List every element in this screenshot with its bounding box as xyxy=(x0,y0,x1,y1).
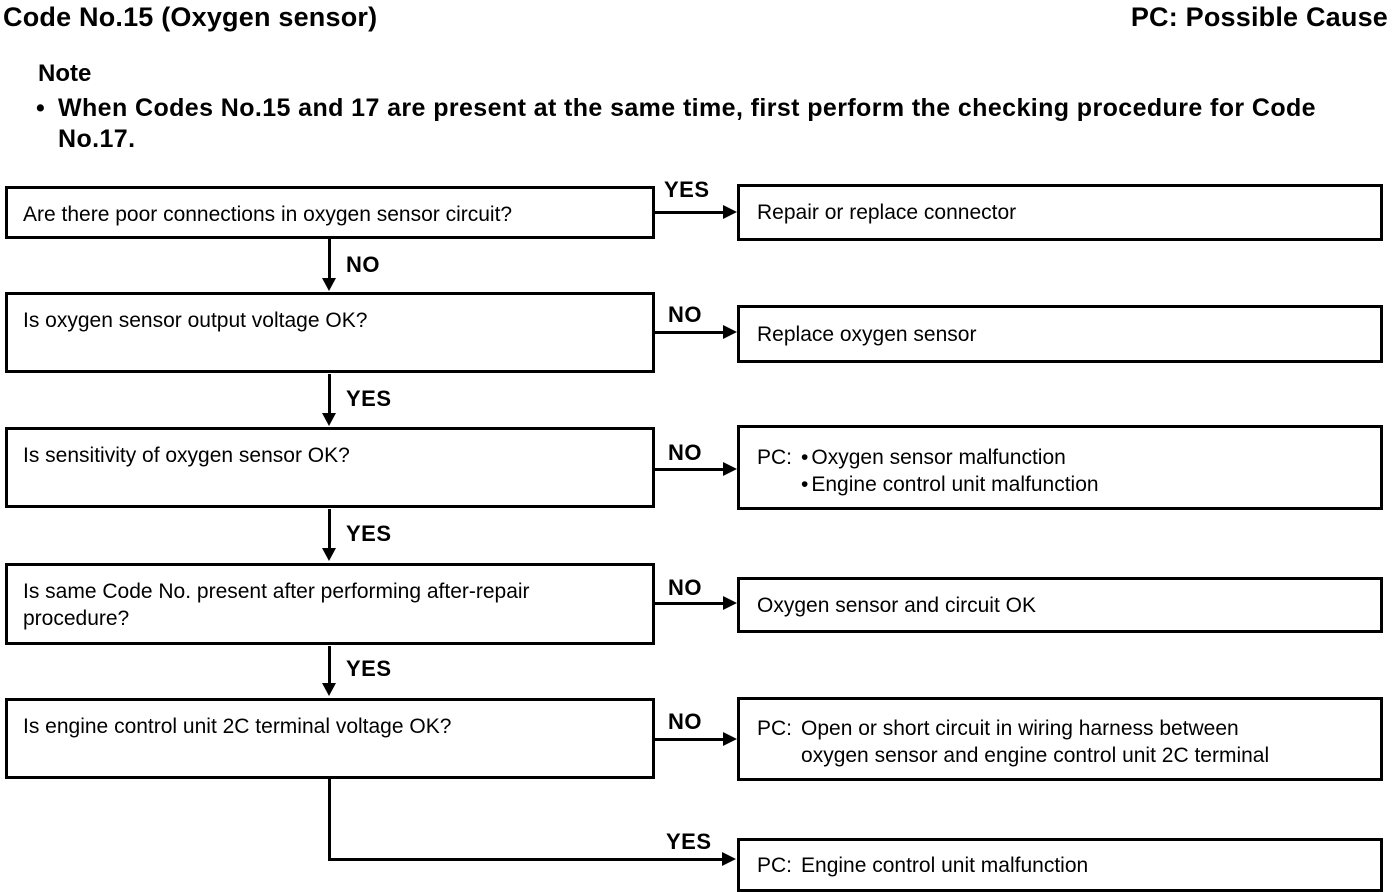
arrow-right-icon xyxy=(723,205,737,219)
question-text: Is same Code No. present after performin… xyxy=(23,580,530,630)
pc-prefix: PC: xyxy=(757,446,793,469)
result-box-4: Oxygen sensor and circuit OK xyxy=(737,577,1383,633)
question-box-5: Is engine control unit 2C terminal volta… xyxy=(5,698,655,779)
branch-label-yes: YES xyxy=(666,829,712,854)
note-heading: Note xyxy=(38,60,92,87)
result-text: Engine control unit malfunction xyxy=(801,853,1089,877)
branch-label-yes: YES xyxy=(664,177,710,202)
result-bullet-item: • Oxygen sensor malfunction xyxy=(801,444,1099,471)
result-box-5: PC: Open or short circuit in wiring harn… xyxy=(737,697,1383,781)
arrow-down-icon xyxy=(322,548,336,561)
result-text: Oxygen sensor malfunction xyxy=(811,446,1066,469)
question-text: Is oxygen sensor output voltage OK? xyxy=(23,309,368,332)
connector-line xyxy=(655,468,725,471)
branch-label-yes: YES xyxy=(346,386,392,411)
arrow-down-icon xyxy=(322,413,336,426)
arrow-right-icon xyxy=(723,732,737,746)
bullet-icon: • xyxy=(801,473,809,496)
result-bullet-item: • Engine control unit malfunction xyxy=(801,471,1099,498)
branch-label-no: NO xyxy=(668,575,702,600)
connector-line xyxy=(655,738,725,741)
arrow-down-icon xyxy=(322,278,336,291)
question-text: Is engine control unit 2C terminal volta… xyxy=(23,715,452,738)
note-text: When Codes No.15 and 17 are present at t… xyxy=(58,94,1316,153)
result-box-final: PC: Engine control unit malfunction xyxy=(737,838,1383,892)
question-box-4: Is same Code No. present after performin… xyxy=(5,563,655,645)
arrow-right-icon xyxy=(722,852,736,866)
question-box-1: Are there poor connections in oxygen sen… xyxy=(5,186,655,239)
connector-line xyxy=(655,211,725,214)
note-item: • When Codes No.15 and 17 are present at… xyxy=(36,93,1386,155)
connector-line xyxy=(655,331,725,334)
arrow-right-icon xyxy=(723,462,737,476)
bullet-icon: • xyxy=(801,446,809,469)
question-box-3: Is sensitivity of oxygen sensor OK? xyxy=(5,427,655,508)
pc-prefix: PC: xyxy=(757,717,793,740)
result-box-3: PC: • Oxygen sensor malfunction • Engine… xyxy=(737,425,1383,510)
legend-abbreviation: PC: Possible Cause xyxy=(1130,2,1388,32)
question-box-2: Is oxygen sensor output voltage OK? xyxy=(5,292,655,373)
branch-label-no: NO xyxy=(668,302,702,327)
branch-label-yes: YES xyxy=(346,656,392,681)
connector-line xyxy=(329,858,722,861)
result-box-2: Replace oxygen sensor xyxy=(737,305,1383,363)
connector-line xyxy=(655,602,725,605)
connector-line xyxy=(328,509,331,549)
question-text: Is sensitivity of oxygen sensor OK? xyxy=(23,444,350,467)
connector-line xyxy=(328,779,331,861)
pc-prefix: PC: xyxy=(757,853,793,877)
result-text: Engine control unit malfunction xyxy=(811,473,1099,496)
result-text: Open or short circuit in wiring harness … xyxy=(801,717,1270,767)
result-text: Repair or replace connector xyxy=(757,201,1017,224)
branch-label-no: NO xyxy=(668,709,702,734)
connector-line xyxy=(328,646,331,684)
bullet-icon: • xyxy=(36,94,46,122)
result-box-1: Repair or replace connector xyxy=(737,184,1383,241)
page-title: Code No.15 (Oxygen sensor) xyxy=(3,2,378,32)
connector-line xyxy=(328,239,331,280)
connector-line xyxy=(328,374,331,414)
arrow-down-icon xyxy=(322,683,336,696)
question-text: Are there poor connections in oxygen sen… xyxy=(23,203,513,226)
branch-label-no: NO xyxy=(346,252,380,277)
result-text: Oxygen sensor and circuit OK xyxy=(757,593,1036,617)
branch-label-yes: YES xyxy=(346,521,392,546)
arrow-right-icon xyxy=(723,325,737,339)
branch-label-no: NO xyxy=(668,440,702,465)
arrow-right-icon xyxy=(723,596,737,610)
result-text: Replace oxygen sensor xyxy=(757,322,977,346)
